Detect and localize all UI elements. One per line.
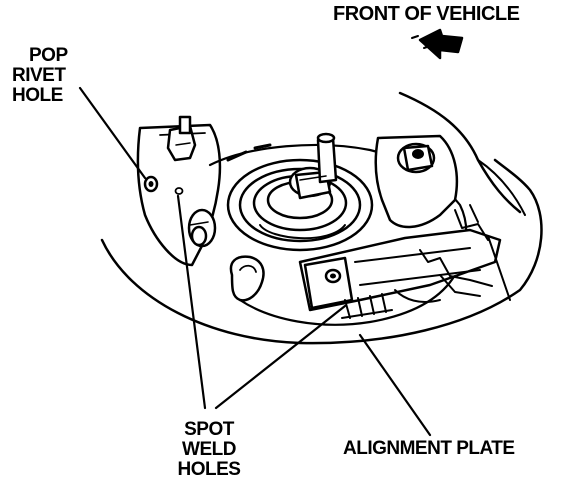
spot-weld-holes-label: SPOT WELD HOLES bbox=[164, 420, 254, 480]
tower-right-rim bbox=[477, 159, 526, 216]
pop-rivet-hole-line-3: HOLE bbox=[12, 85, 63, 106]
tower-outer-outline bbox=[100, 158, 543, 345]
pop-rivet-hole-label: POP RIVET HOLE bbox=[12, 46, 68, 106]
alignment-plate-label: ALIGNMENT PLATE bbox=[343, 438, 515, 459]
spot-weld-leader-2 bbox=[214, 304, 347, 410]
slot-opening bbox=[229, 255, 265, 302]
spot-weld-holes-line-1: SPOT bbox=[184, 419, 234, 440]
top-plate-dashes bbox=[226, 143, 272, 162]
front-of-vehicle-label: FRONT OF VEHICLE bbox=[333, 3, 520, 25]
spot-weld-leader-1 bbox=[176, 194, 207, 410]
alignment-plate-leader bbox=[358, 333, 432, 437]
left-stud-nut bbox=[166, 115, 197, 162]
arrow-pointing-front-left-icon bbox=[411, 28, 464, 60]
pop-rivet-hole-line-2: RIVET bbox=[12, 65, 66, 86]
pop-rivet-leader bbox=[78, 86, 147, 180]
strut-mount bbox=[226, 132, 374, 252]
left-bracket bbox=[136, 123, 222, 267]
right-bracket bbox=[374, 134, 459, 229]
bracket-ring bbox=[187, 208, 217, 248]
spot-weld-hole-upper bbox=[174, 187, 184, 195]
pop-rivet-hole-line-1: POP bbox=[29, 45, 68, 66]
spot-weld-holes-line-3: HOLES bbox=[177, 459, 241, 480]
alignment-plate-assembly bbox=[298, 204, 511, 319]
spot-weld-holes-line-2: WELD bbox=[182, 439, 236, 460]
